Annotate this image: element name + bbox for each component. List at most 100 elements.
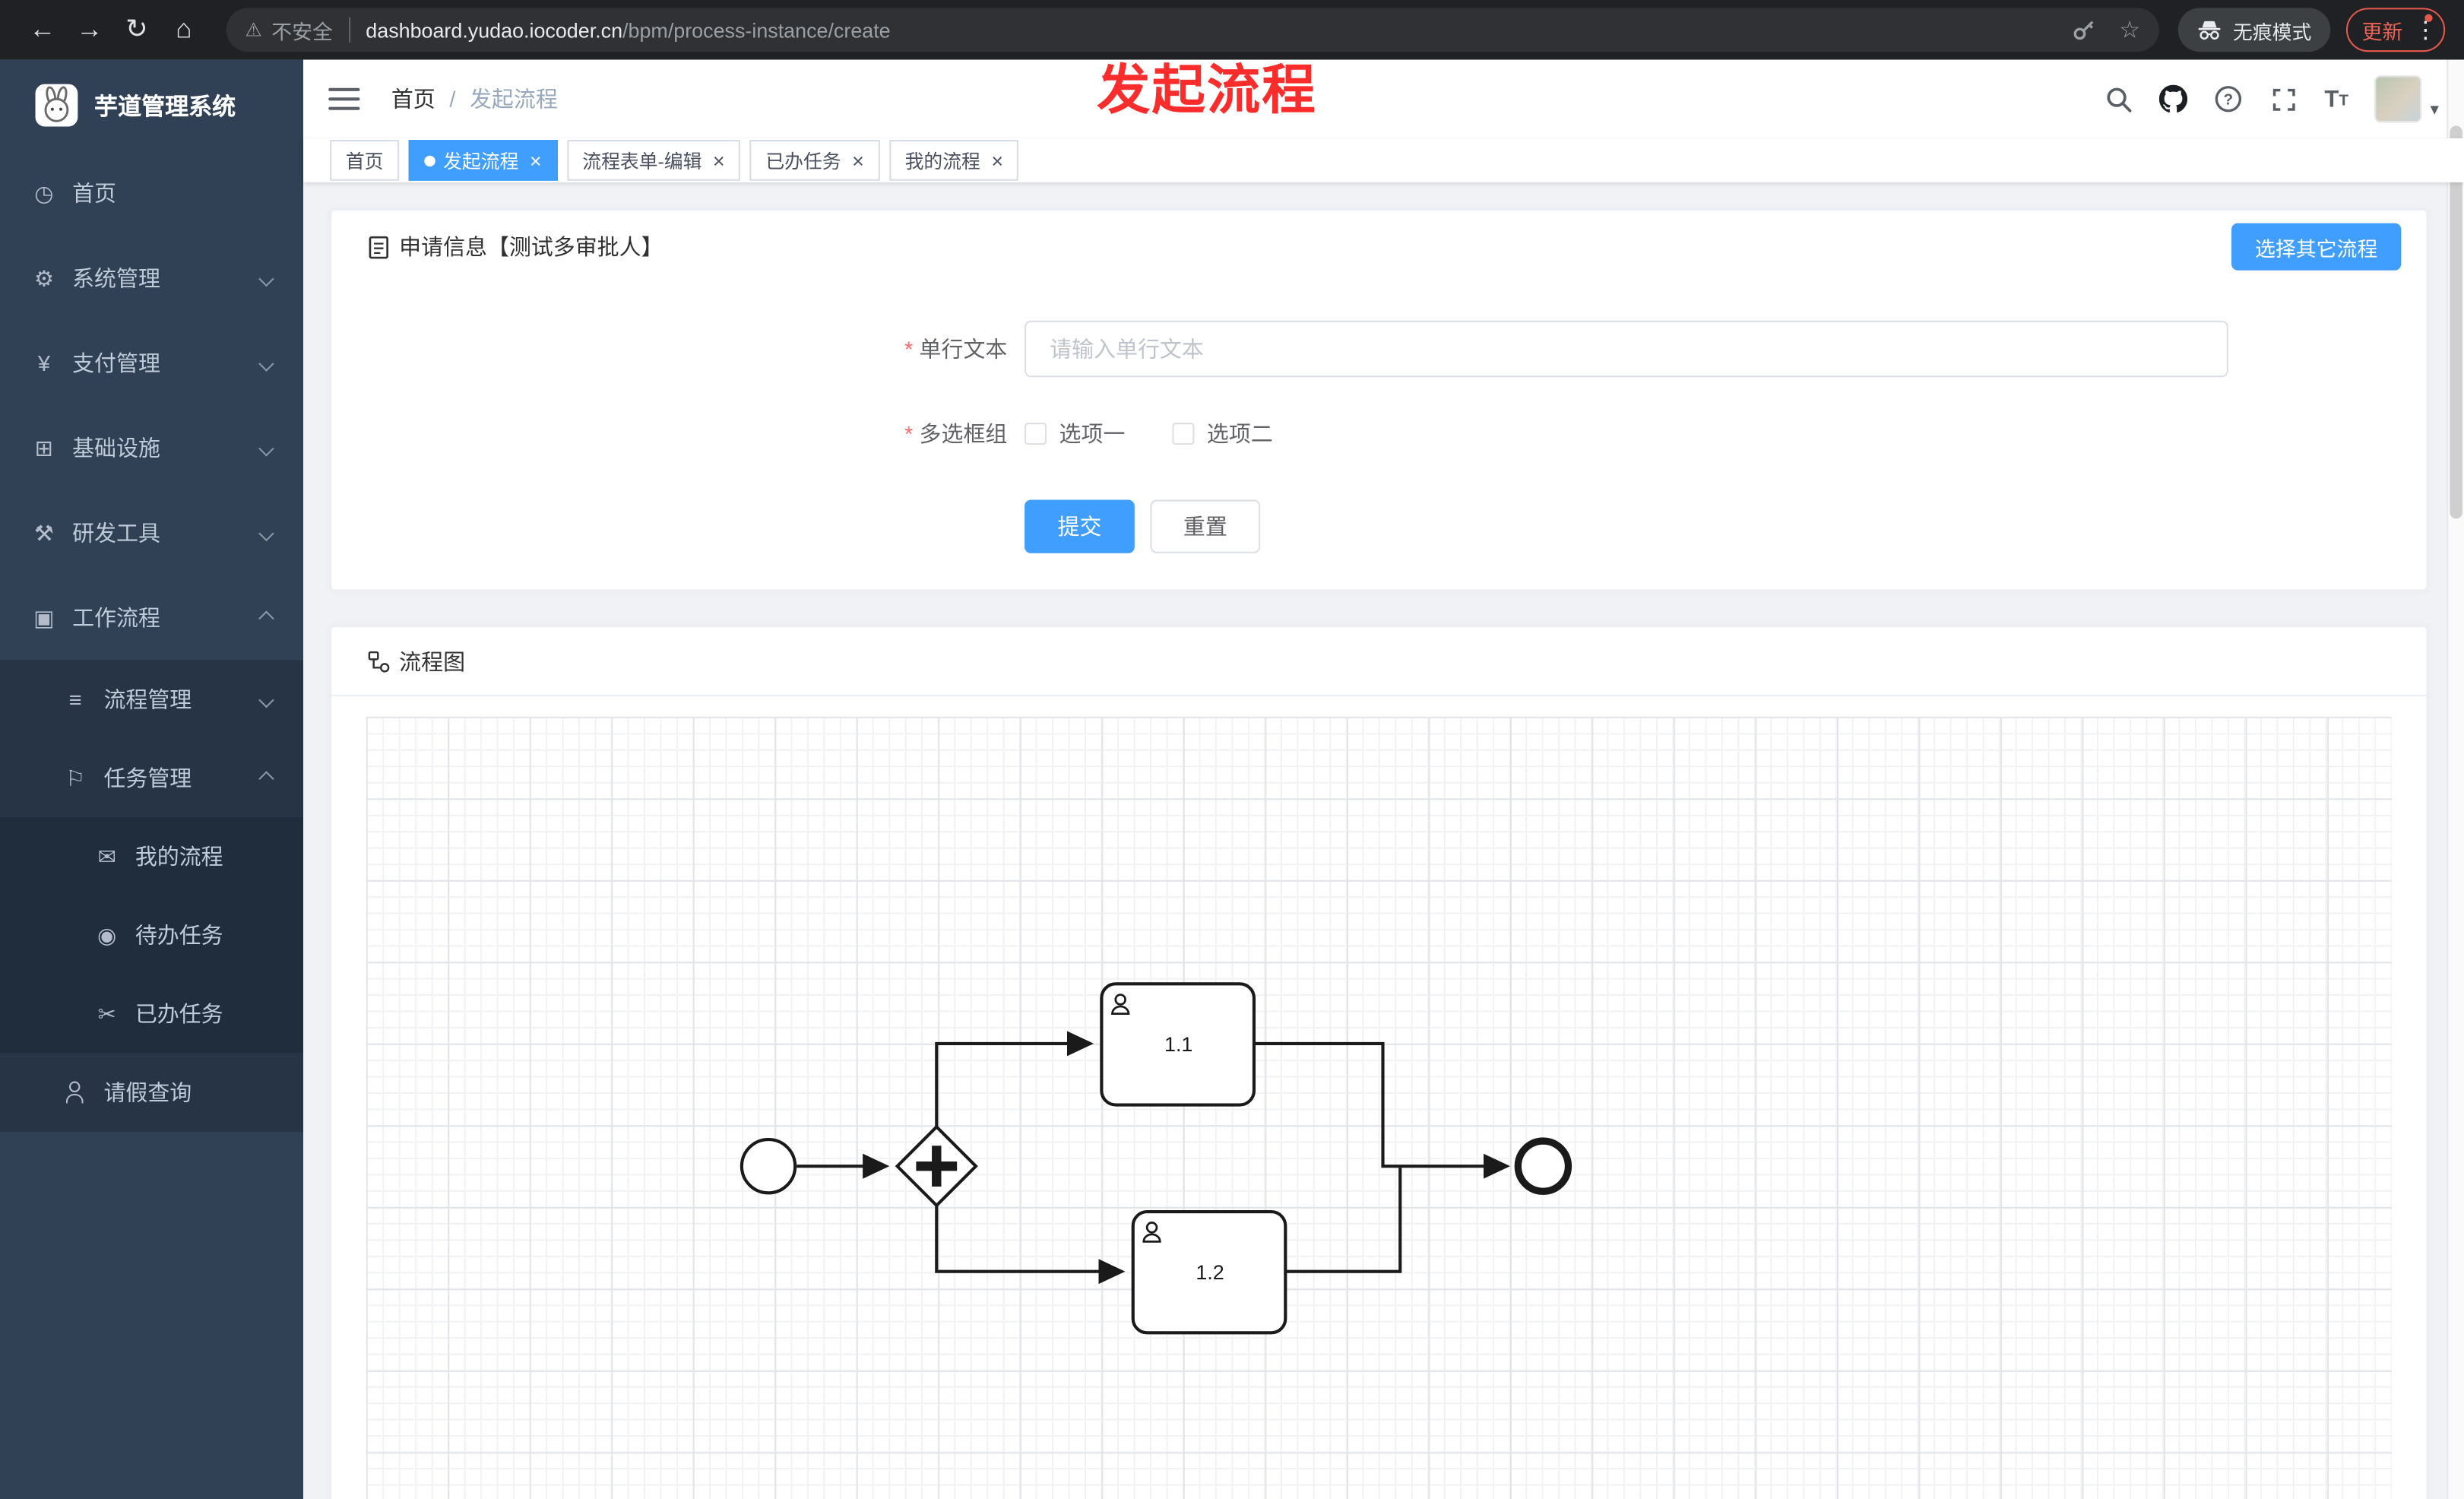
bpmn-canvas[interactable]: 1.1 1.2 [366, 716, 2392, 1499]
github-icon[interactable] [2159, 84, 2188, 113]
sidebar-item-my-processes[interactable]: ✉ 我的流程 [0, 817, 304, 896]
fullscreen-icon[interactable] [2269, 85, 2298, 113]
required-mark: * [904, 336, 914, 362]
apply-info-title: 申请信息【测试多审批人】 [399, 234, 664, 260]
tab-done-tasks[interactable]: 已办任务 × [749, 140, 880, 181]
bpmn-start-event[interactable] [740, 1137, 797, 1195]
checkbox-option-1[interactable]: 选项一 [1025, 418, 1125, 449]
checkbox-option-2[interactable]: 选项二 [1172, 418, 1273, 449]
checkbox-icon[interactable] [1025, 423, 1047, 445]
tab-process-form-edit[interactable]: 流程表单-编辑 × [566, 140, 741, 181]
back-icon[interactable]: ← [29, 14, 56, 44]
sidebar: 芋道管理系统 ◷ 首页 ⚙ 系统管理 ¥ 支付管理 ⊞ [0, 59, 304, 1499]
home-icon[interactable]: ⌂ [176, 14, 192, 44]
form-icon [369, 235, 389, 258]
security-label[interactable]: 不安全 [271, 19, 333, 43]
gear-icon: ⚙ [33, 265, 54, 290]
user-menu[interactable]: ▾ [2375, 75, 2439, 123]
sidebar-item-process-management[interactable]: ≡ 流程管理 [0, 660, 304, 739]
tab-close-icon[interactable]: × [712, 148, 725, 173]
sidebar-item-workflow[interactable]: ▣ 工作流程 [0, 575, 303, 661]
flag-icon: ⚐ [65, 764, 86, 790]
bpmn-end-event[interactable] [1514, 1137, 1572, 1195]
app-title: 芋道管理系统 [94, 93, 236, 121]
caret-down-icon: ▾ [2430, 100, 2439, 120]
sidebar-item-dev-tools[interactable]: ⚒ 研发工具 [0, 490, 303, 575]
breadcrumb: 首页 / 发起流程 [391, 84, 558, 115]
tab-close-icon[interactable]: × [529, 148, 542, 173]
page-header: 首页 / 发起流程 ? [303, 59, 2464, 138]
eye-icon: ◉ [97, 921, 117, 947]
task-label: 1.1 [1164, 1033, 1192, 1056]
checkbox-group-label: *多选框组 [904, 421, 1008, 447]
browser-update-button[interactable]: 更新 ⋮ [2345, 8, 2446, 52]
dashboard-icon: ◷ [34, 179, 54, 205]
flow-diagram-title-row: 流程图 [368, 645, 465, 677]
url-text[interactable]: dashboard.yudao.iocoder.cn/bpm/process-i… [366, 18, 2053, 42]
single-line-text-label: *单行文本 [904, 336, 1008, 362]
chevron-down-icon [258, 524, 274, 541]
help-icon[interactable]: ? [2215, 85, 2243, 113]
yen-icon: ¥ [37, 350, 50, 376]
sidebar-item-system-management[interactable]: ⚙ 系统管理 [0, 236, 303, 321]
submit-button[interactable]: 提交 [1025, 499, 1135, 553]
address-bar[interactable]: ⚠ 不安全 dashboard.yudao.iocoder.cn/bpm/pro… [226, 8, 2159, 52]
browser-menu-icon[interactable]: ⋮ [2414, 14, 2437, 44]
chevron-down-icon [258, 270, 274, 287]
bpmn-user-task-1-2[interactable]: 1.2 [1131, 1210, 1287, 1335]
flow-gateway-to-task2 [935, 1205, 1126, 1285]
flow-diagram-card: 流程图 [330, 625, 2428, 1499]
app-logo[interactable]: 芋道管理系统 [0, 60, 303, 151]
avatar[interactable] [2375, 75, 2423, 123]
url-path: /bpm/process-instance/create [622, 17, 891, 42]
tools-icon: ⚒ [33, 519, 54, 545]
app-logo-icon [35, 84, 78, 127]
sidebar-item-payment-management[interactable]: ¥ 支付管理 [0, 321, 303, 406]
tab-initiate-process[interactable]: 发起流程 × [408, 140, 558, 181]
chevron-down-icon [258, 440, 274, 456]
reset-button[interactable]: 重置 [1150, 499, 1261, 553]
bpmn-diagram: 1.1 1.2 [740, 982, 1572, 1335]
sidebar-item-todo-tasks[interactable]: ◉ 待办任务 [0, 895, 304, 975]
sidebar-item-task-management[interactable]: ⚐ 任务管理 [0, 738, 304, 818]
checkbox-icon[interactable] [1172, 423, 1195, 445]
scissors-icon: ✂ [97, 1000, 116, 1026]
browser-toolbar: ← → ↻ ⌂ ⚠ 不安全 dashboard.yudao.iocoder.cn… [0, 0, 2464, 60]
flow-task2-merge [1284, 1168, 1402, 1273]
sidebar-item-done-tasks[interactable]: ✂ 已办任务 [0, 974, 304, 1054]
sidebar-item-infrastructure[interactable]: ⊞ 基础设施 [0, 405, 303, 490]
choose-other-process-button[interactable]: 选择其它流程 [2231, 223, 2402, 271]
page-scrollbar[interactable] [2447, 59, 2464, 1499]
scrollbar-thumb[interactable] [2450, 125, 2462, 519]
flow-diagram-title: 流程图 [399, 648, 466, 673]
tab-close-icon[interactable]: × [991, 148, 1004, 173]
sidebar-item-leave-query[interactable]: 请假查询 [0, 1053, 304, 1132]
tab-home[interactable]: 首页 [330, 140, 400, 181]
single-line-text-input[interactable] [1025, 320, 2228, 378]
update-label: 更新 [2361, 19, 2403, 43]
key-icon[interactable] [2069, 16, 2097, 44]
sidebar-collapse-icon[interactable] [328, 87, 360, 112]
user-task-icon [1142, 1222, 1161, 1243]
tab-my-processes[interactable]: 我的流程 × [888, 140, 1019, 181]
breadcrumb-home[interactable]: 首页 [391, 86, 435, 112]
tags-view-bar: 首页 发起流程 × 流程表单-编辑 × 已办任务 × 我的流程 × [303, 138, 2464, 182]
bpmn-user-task-1-1[interactable]: 1.1 [1100, 982, 1256, 1107]
chevron-down-icon [258, 691, 274, 708]
search-icon[interactable] [2105, 85, 2133, 113]
breadcrumb-current: 发起流程 [469, 86, 558, 112]
bookmark-star-icon[interactable]: ☆ [2119, 17, 2141, 44]
sidebar-item-home[interactable]: ◷ 首页 [0, 151, 303, 236]
chevron-down-icon [258, 355, 274, 371]
task-label: 1.2 [1196, 1261, 1224, 1284]
reload-icon[interactable]: ↻ [125, 14, 148, 44]
monitor-icon: ⊞ [34, 434, 54, 460]
tab-close-icon[interactable]: × [852, 148, 864, 173]
user-icon [62, 1081, 90, 1104]
incognito-badge: 无痕模式 [2177, 8, 2331, 52]
omnibox-divider [348, 17, 350, 43]
forward-icon[interactable]: → [76, 14, 103, 44]
flow-gateway-to-task1 [935, 1031, 1094, 1127]
